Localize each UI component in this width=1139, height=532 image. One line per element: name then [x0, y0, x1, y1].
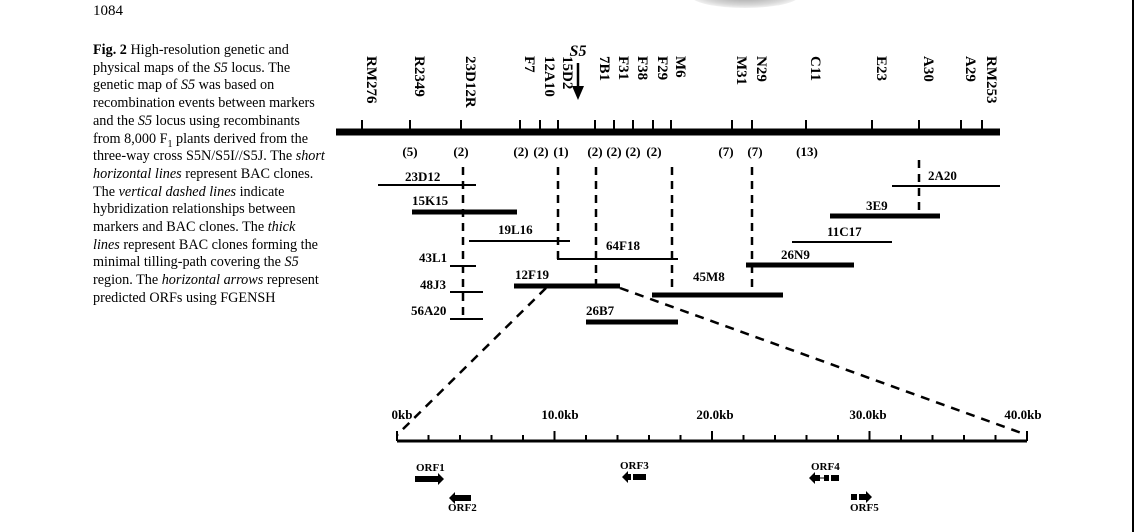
orf-arrow: [622, 471, 646, 483]
caption-segment: S5: [213, 59, 228, 76]
caption-segment: short horizontal lines: [93, 148, 325, 182]
caption-segment: locus using recombinants from 8,000 F: [93, 112, 300, 147]
marker-label: F29: [654, 56, 670, 80]
orf-arrow: [415, 473, 444, 485]
caption-segment: S5: [137, 112, 153, 129]
orf-exon-gap: [857, 493, 859, 501]
page-number: 1084: [93, 3, 123, 19]
orf-label: ORF2: [448, 502, 477, 514]
bac-clone-label: 43L1: [419, 250, 447, 265]
recombinant-count: (2): [587, 144, 602, 159]
kb-scale-label: 20.0kb: [696, 407, 733, 422]
recombinant-count: (2): [646, 144, 661, 159]
orf-arrow: [449, 492, 471, 504]
marker-label: 15D2: [559, 56, 575, 89]
marker-label: N29: [753, 56, 769, 82]
marker-label: F38: [634, 56, 650, 80]
recombinant-count: (2): [513, 144, 528, 159]
kb-scale-label: 30.0kb: [849, 407, 886, 422]
bac-clone-label: 19L16: [498, 222, 533, 237]
orf-label: ORF5: [850, 502, 879, 514]
marker-label: RM253: [983, 56, 999, 104]
marker-label: M6: [672, 56, 688, 78]
kb-scale-label: 10.0kb: [541, 407, 578, 422]
caption-segment: indicate hybridization relationships bet…: [93, 183, 296, 236]
recombinant-count: (2): [606, 144, 621, 159]
marker-label: F31: [615, 56, 631, 80]
caption-segment: represent BAC clones. The: [93, 165, 314, 200]
bac-clone-label: 11C17: [827, 224, 862, 239]
bac-clone-label: 2A20: [928, 168, 957, 183]
locus-arrow-head: [572, 86, 584, 100]
orf-exon-gap: [631, 473, 633, 481]
bac-clone-label: 56A20: [411, 303, 446, 318]
scan-smudge: [690, 0, 800, 8]
bac-clone-label: 45M8: [693, 269, 725, 284]
bac-clone-label: 12F19: [515, 267, 549, 282]
bac-clone-label: 23D12: [405, 169, 440, 184]
recombinant-count: (2): [533, 144, 548, 159]
marker-label: R2349: [411, 56, 427, 97]
bac-clone-label: 48J3: [420, 277, 447, 292]
bac-clone-label: 64F18: [606, 238, 640, 253]
caption-segment: High-resolution genetic and physical map…: [93, 42, 289, 76]
zoom-dashed-line-left: [396, 287, 547, 436]
caption-segment: was based on recombination events betwee…: [93, 77, 315, 129]
recombinant-count: (7): [718, 144, 733, 159]
marker-label: F7: [521, 56, 537, 73]
bac-clone-label: 15K15: [412, 193, 449, 208]
caption-segment: Fig. 2: [93, 42, 127, 58]
orf-label: ORF3: [620, 460, 649, 472]
bac-clone-label: 26B7: [586, 303, 615, 318]
caption-segment: horizontal arrows: [161, 272, 264, 289]
caption-segment: thick lines: [93, 219, 296, 253]
marker-label: A29: [962, 56, 978, 82]
orf-exon-gap: [820, 473, 824, 481]
caption-segment: represent BAC clones forming the minimal…: [93, 236, 318, 271]
recombinant-count: (5): [402, 144, 417, 159]
caption-segment: locus. The genetic map of: [93, 59, 291, 94]
orf-arrow: [851, 491, 872, 503]
marker-label: 12A10: [541, 56, 557, 97]
recombinant-count: (1): [553, 144, 568, 159]
bac-clone-label: 26N9: [781, 247, 810, 262]
caption-segment: plants derived from the three-way cross …: [93, 130, 309, 165]
caption-segment: S5: [180, 77, 196, 94]
zoom-dashed-line-right: [619, 286, 1028, 437]
orf-exon-gap: [829, 473, 831, 481]
caption-segment: 1: [167, 138, 173, 150]
recombinant-count: (13): [796, 144, 818, 159]
page-edge-rule: [1132, 0, 1134, 532]
marker-label: 7B1: [596, 56, 612, 81]
marker-label: RM276: [363, 56, 379, 104]
caption-segment: S5: [284, 254, 299, 271]
marker-label: A30: [920, 56, 936, 82]
locus-label: S5: [570, 43, 587, 60]
orf-label: ORF4: [811, 461, 840, 473]
recombinant-count: (2): [625, 144, 640, 159]
orf-label: ORF1: [416, 462, 445, 474]
recombinant-count: (2): [453, 144, 468, 159]
recombinant-count: (7): [747, 144, 762, 159]
caption-segment: vertical dashed lines: [118, 183, 237, 200]
marker-label: M31: [733, 56, 749, 85]
marker-label: 23D12R: [462, 56, 478, 108]
marker-label: E23: [873, 56, 889, 81]
caption-segment: represent predicted ORFs using FGENSH: [93, 272, 319, 306]
caption-segment: region. The: [93, 272, 162, 289]
kb-scale-label: 40.0kb: [1004, 407, 1041, 422]
bac-clone-label: 3E9: [866, 198, 888, 213]
figure-caption: Fig. 2 High-resolution genetic and physi…: [93, 42, 325, 308]
kb-scale-label: 0kb: [392, 407, 413, 422]
marker-label: C11: [807, 56, 823, 81]
